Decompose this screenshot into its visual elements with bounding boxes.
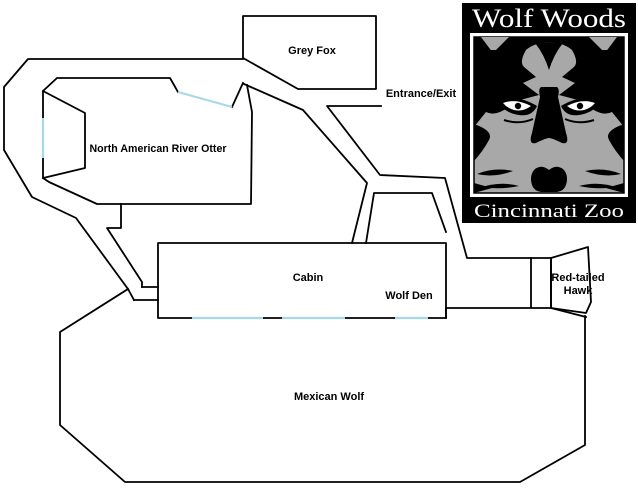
cabin-label: Cabin xyxy=(293,272,324,284)
walkway-east-line xyxy=(326,105,552,259)
wolf-face-icon xyxy=(474,37,624,193)
outer-walkway-boundary xyxy=(3,58,244,291)
red-tailed-hawk-label-line1: Red-tailed xyxy=(551,272,604,284)
grey-fox-label: Grey Fox xyxy=(288,45,337,57)
junction-island-outline xyxy=(364,192,448,245)
otter-enclosure-outline xyxy=(42,77,253,205)
wolf-den-label: Wolf Den xyxy=(385,290,433,302)
logo-subtitle: Cincinnati Zoo xyxy=(474,201,624,222)
walkway-west-line xyxy=(242,82,368,245)
river-otter-label: North American River Otter xyxy=(90,143,228,155)
zoo-logo: Wolf Woods xyxy=(462,3,636,223)
otter-window-top xyxy=(177,90,233,109)
logo-title: Wolf Woods xyxy=(472,4,626,33)
entrance-exit-label: Entrance/Exit xyxy=(386,88,457,100)
cabin-west-door-lines xyxy=(133,286,159,301)
walkway-zigzag-line xyxy=(106,203,143,288)
hawk-enclosure-outline xyxy=(550,246,592,314)
otter-enclosure-notch xyxy=(230,81,245,109)
viewing-windows xyxy=(41,90,428,320)
otter-pond-outline xyxy=(41,89,86,180)
mexican-wolf-enclosure-outline xyxy=(59,287,586,483)
mexican-wolf-label: Mexican Wolf xyxy=(294,391,364,403)
grey-fox-enclosure-outline xyxy=(242,15,377,90)
walkway-lower-line xyxy=(126,287,136,302)
red-tailed-hawk-label-line2: Hawk xyxy=(564,285,594,297)
